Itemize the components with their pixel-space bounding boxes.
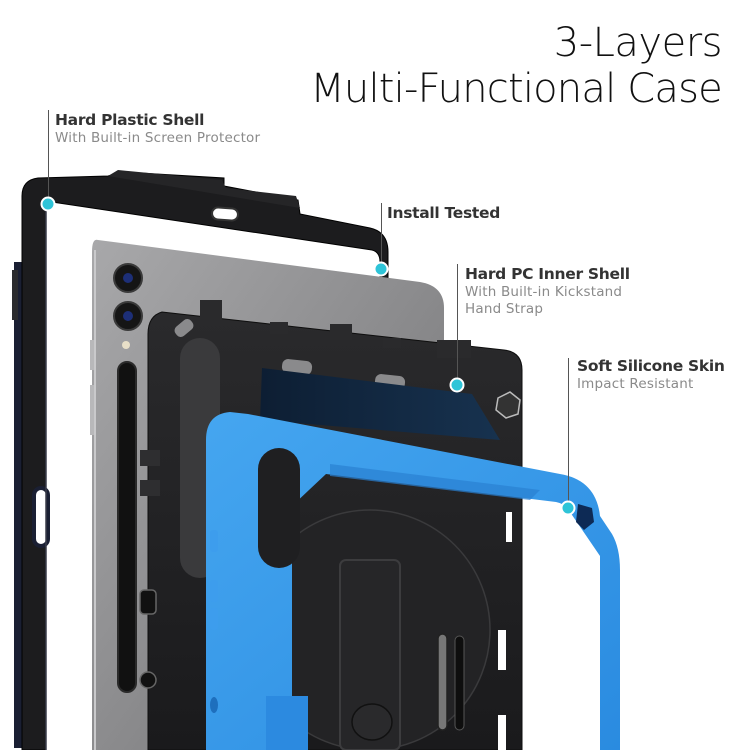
callout-dot-soft-silicone-skin [560,500,576,516]
leader-line-install-tested [381,203,382,269]
callout-title: Hard Plastic Shell [55,111,205,129]
callout-hard-plastic-shell: Hard Plastic Shell With Built-in Screen … [55,110,260,147]
leader-line-hard-pc-inner-shell [457,264,458,385]
soft-silicone-skin [206,412,620,750]
headline: 3-Layers Multi-Functional Case [310,20,723,112]
leader-line-soft-silicone-skin [568,358,569,508]
callout-subtitle: Hand Strap [465,301,544,317]
callout-subtitle: With Built-in Screen Protector [55,130,261,146]
headline-line-1: 3-Layers [553,20,723,66]
callout-soft-silicone-skin: Soft Silicone Skin Impact Resistant [577,356,725,393]
callout-title: Install Tested [387,204,500,222]
callout-hard-pc-inner-shell: Hard PC Inner Shell With Built-in Kickst… [465,264,630,318]
leader-line-hard-plastic-shell [48,110,49,204]
callout-dot-install-tested [373,261,389,277]
callout-title: Soft Silicone Skin [577,357,725,375]
callout-dot-hard-plastic-shell [40,196,56,212]
callout-subtitle: Impact Resistant [577,376,694,392]
hard-pc-inner-shell [139,300,523,750]
callout-dot-hard-pc-inner-shell [449,377,465,393]
callout-install-tested: Install Tested [387,203,500,223]
headline-line-2: Multi-Functional Case [310,66,723,112]
hard-plastic-frame [12,170,389,750]
callout-subtitle: With Built-in Kickstand [465,284,623,300]
callout-title: Hard PC Inner Shell [465,265,630,283]
